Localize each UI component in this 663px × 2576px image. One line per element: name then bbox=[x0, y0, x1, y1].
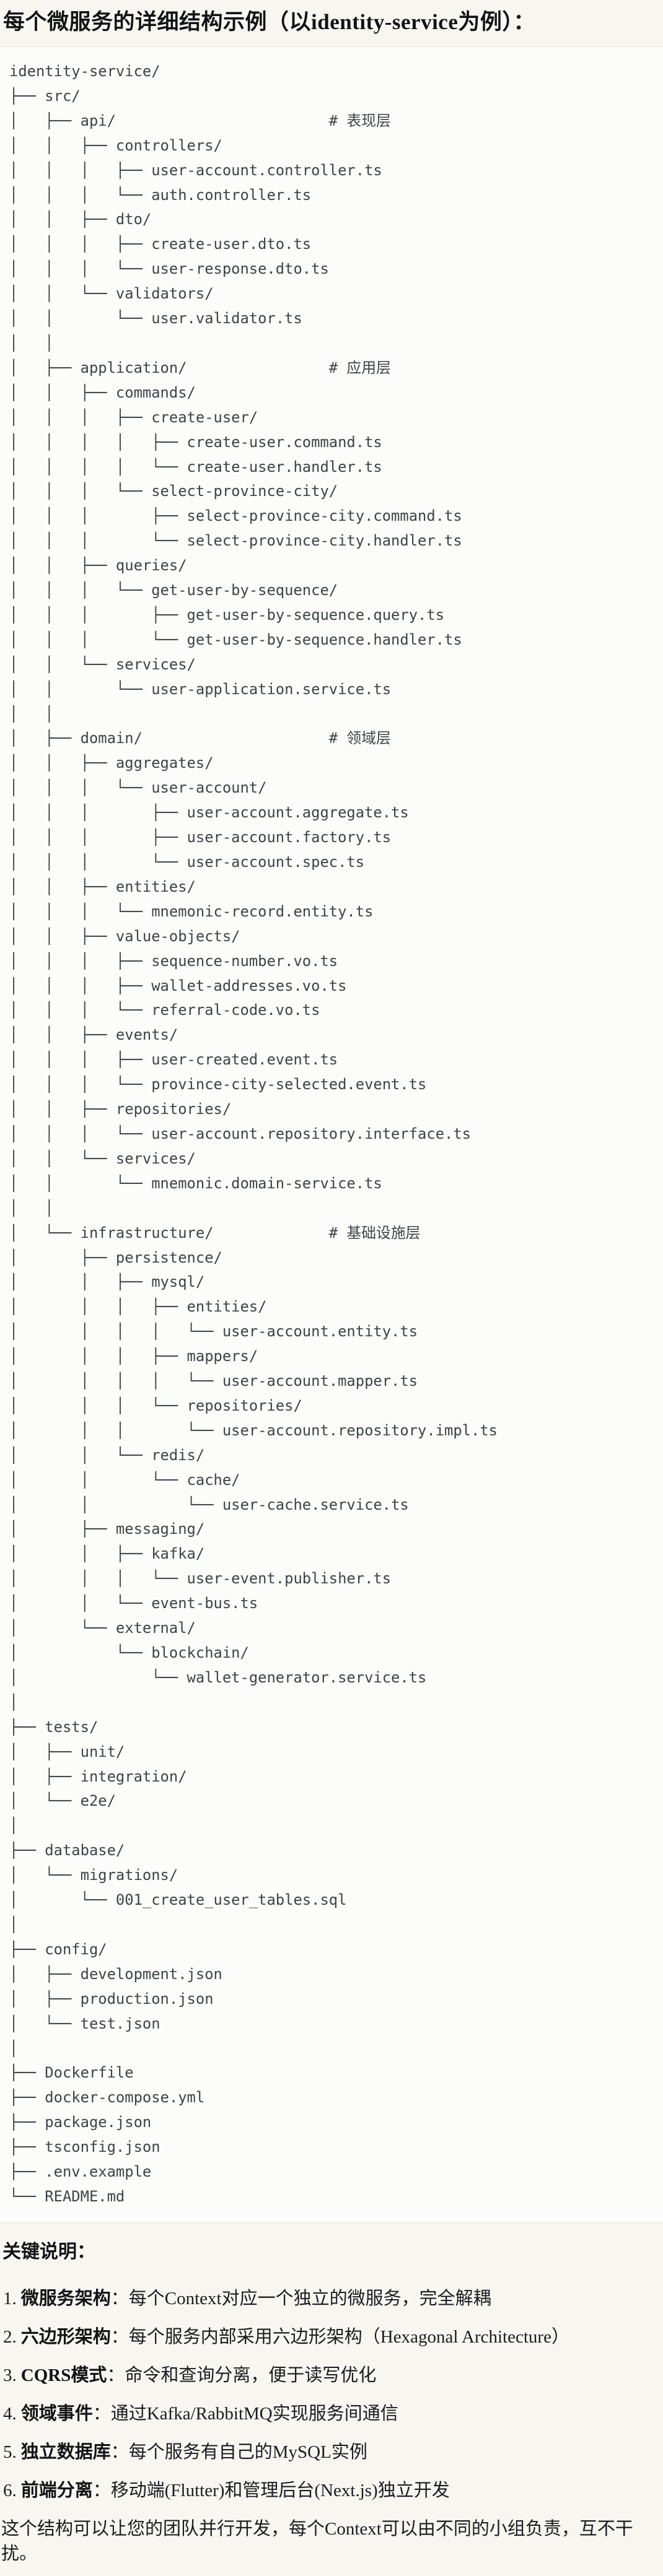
list-item-label: 微服务架构 bbox=[20, 2288, 111, 2308]
notes-list: 1.微服务架构：每个Context对应一个独立的微服务，完全解耦 2.六边形架构… bbox=[0, 2286, 663, 2503]
list-item-text: ：每个服务有自己的MySQL实例 bbox=[110, 2442, 367, 2462]
list-item-label: 前端分离 bbox=[20, 2480, 93, 2500]
document: 每个微服务的详细结构示例（以identity-service为例）： ident… bbox=[0, 7, 663, 2566]
list-item: 4.领域事件：通过Kafka/RabbitMQ实现服务间通信 bbox=[3, 2401, 663, 2426]
list-item-text: ：移动端(Flutter)和管理后台(Next.js)独立开发 bbox=[92, 2480, 450, 2500]
list-item-text: ：通过Kafka/RabbitMQ实现服务间通信 bbox=[92, 2403, 398, 2424]
list-item-number: 3. bbox=[3, 2365, 17, 2385]
list-item-number: 4. bbox=[3, 2403, 17, 2424]
list-item-label: 领域事件 bbox=[20, 2403, 93, 2424]
list-item: 5.独立数据库：每个服务有自己的MySQL实例 bbox=[3, 2440, 663, 2465]
list-item: 6.前端分离：移动端(Flutter)和管理后台(Next.js)独立开发 bbox=[3, 2478, 663, 2503]
directory-tree-code-block: identity-service/ ├── src/ │ ├── api/ # … bbox=[0, 46, 663, 2223]
list-item-label: 六边形架构 bbox=[20, 2326, 111, 2347]
list-item-number: 5. bbox=[3, 2442, 17, 2462]
list-item-text: ：每个服务内部采用六边形架构（Hexagonal Architecture） bbox=[110, 2326, 569, 2347]
list-item-label: 独立数据库 bbox=[20, 2442, 111, 2462]
list-item-number: 1. bbox=[3, 2288, 17, 2308]
list-item-number: 2. bbox=[3, 2326, 17, 2347]
list-item: 2.六边形架构：每个服务内部采用六边形架构（Hexagonal Architec… bbox=[3, 2325, 663, 2349]
page-title: 每个微服务的详细结构示例（以identity-service为例）： bbox=[3, 10, 535, 34]
closing-paragraph: 这个结构可以让您的团队并行开发，每个Context可以由不同的小组负责，互不干扰… bbox=[1, 2518, 633, 2564]
list-item: 1.微服务架构：每个Context对应一个独立的微服务，完全解耦 bbox=[3, 2286, 663, 2311]
list-item-label: CQRS模式 bbox=[20, 2365, 107, 2385]
list-item-text: ：每个Context对应一个独立的微服务，完全解耦 bbox=[110, 2288, 491, 2308]
notes-heading: 关键说明： bbox=[2, 2241, 95, 2262]
list-item-text: ：命令和查询分离，便于读写优化 bbox=[107, 2365, 377, 2385]
list-item: 3.CQRS模式：命令和查询分离，便于读写优化 bbox=[3, 2363, 663, 2388]
list-item-number: 6. bbox=[3, 2480, 17, 2500]
